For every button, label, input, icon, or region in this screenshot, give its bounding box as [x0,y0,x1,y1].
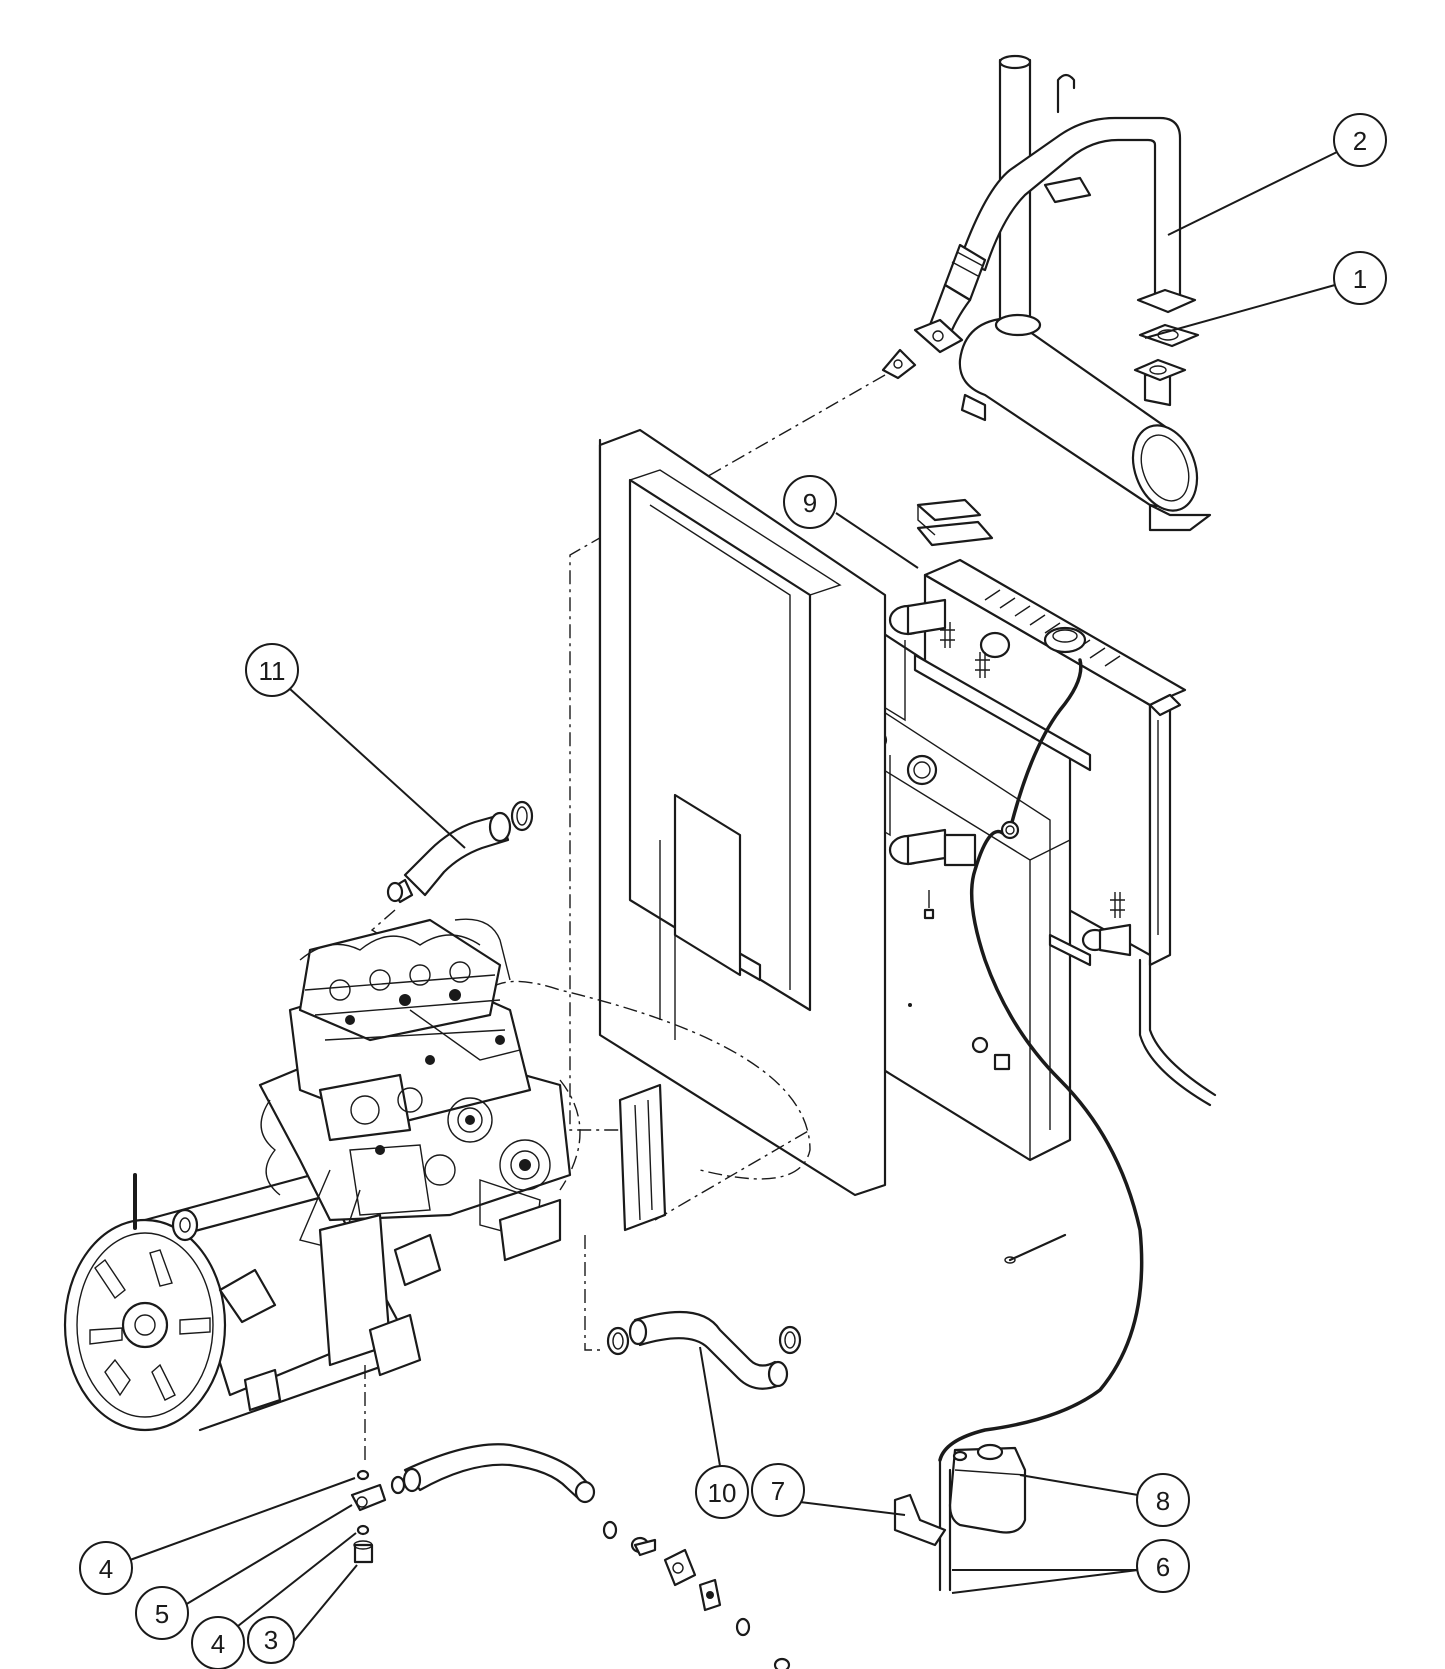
callout-7[interactable]: 7 [751,1463,805,1517]
callout-2[interactable]: 2 [1333,113,1387,167]
cotter-pin [1008,1233,1067,1262]
callout-11[interactable]: 11 [245,643,299,697]
callout-3-badge[interactable]: 3 [247,1616,295,1664]
assembly-line-exhaust [569,374,886,1131]
callout-5-label: 5 [155,1599,169,1629]
callout-11-label: 11 [259,656,286,686]
callout-4a-label: 4 [99,1554,113,1584]
callouts: 1 2 9 11 10 7 [79,113,1387,1669]
callout-4b-label: 4 [211,1629,225,1659]
callout-4b[interactable]: 4 [191,1616,245,1669]
callout-6[interactable]: 6 [1136,1539,1190,1593]
callout-8-label: 8 [1156,1486,1170,1516]
shroud-bracket [618,1083,667,1232]
upper-radiator-hose [386,800,534,904]
callout-5[interactable]: 5 [135,1586,189,1640]
fan-ring-outline [474,980,811,1180]
drain-fittings [350,1443,791,1669]
callout-8[interactable]: 8 [1136,1473,1190,1527]
callout-9[interactable]: 9 [783,475,837,529]
callout-10[interactable]: 10 [695,1465,749,1519]
callout-9-label: 9 [803,488,817,518]
bottle-bracket [893,1493,947,1547]
callout-10-label: 10 [708,1478,737,1508]
exhaust-system [881,54,1212,532]
radiator-assembly [888,498,1217,1107]
callout-1-label: 1 [1353,264,1367,294]
callout-3-label: 3 [263,1624,279,1655]
callout-4a[interactable]: 4 [79,1541,133,1595]
callout-1[interactable]: 1 [1333,251,1387,305]
lower-radiator-hose [606,1310,802,1390]
overflow-hose [938,658,1144,1462]
engine-generator-assembly [63,918,572,1432]
callout-7-label: 7 [771,1476,785,1506]
callout-6-label: 6 [1156,1552,1170,1582]
coolant-overflow-bottle [938,1443,1027,1592]
fan-guard-panel [598,428,912,1197]
callout-2-label: 2 [1353,126,1367,156]
